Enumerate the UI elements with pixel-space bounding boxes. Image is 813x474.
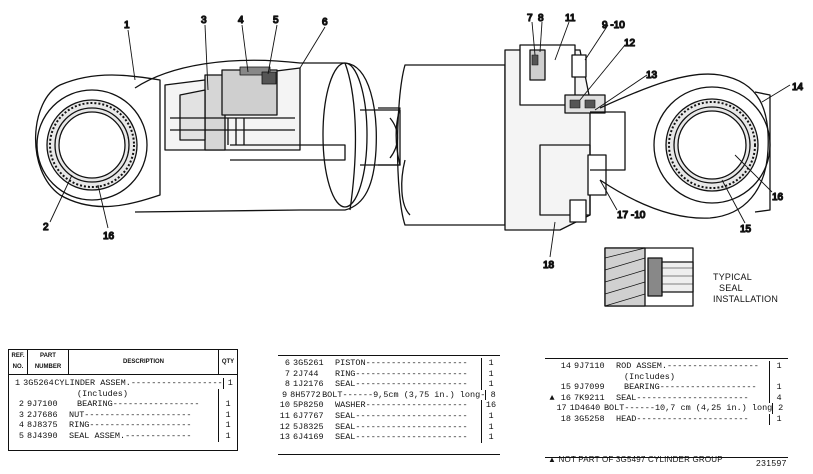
- typical-label-line-2: SEAL: [719, 283, 743, 293]
- callout-14: 14: [792, 82, 804, 93]
- cylinder-exploded-diagram: 1 2 16 3 4 5 6 7 8 11 9 -10 12 13 14 16 …: [34, 12, 804, 307]
- callout-12: 12: [624, 38, 636, 49]
- header-ref: REF. NO.: [9, 350, 28, 374]
- table-row: ▲ 16 7K9211 SEAL---------------------- 4: [545, 392, 788, 404]
- callout-4: 4: [238, 15, 244, 26]
- leader-lines: [49, 21, 791, 258]
- table-row: 14 9J7110 ROD ASSEM.------------------ 1: [545, 361, 788, 372]
- table-row: 2 9J7100 BEARING----------------- 1: [9, 399, 237, 410]
- right-rod-eye: [599, 73, 771, 219]
- drawing-number: 231597: [756, 458, 787, 468]
- table-row: 5 8J4390 SEAL ASSEM.------------- 1: [9, 430, 237, 442]
- footnote: ▲ NOT PART OF 3G5497 CYLINDER GROUP: [548, 455, 723, 464]
- table-row: 6 3G5261 PISTON-------------------- 1: [278, 358, 500, 369]
- table-row: (Includes): [9, 388, 237, 400]
- callout-16-left: 16: [103, 231, 115, 242]
- table-row: 7 2J744 RING---------------------- 1: [278, 368, 500, 380]
- callout-5: 5: [273, 15, 279, 26]
- cylinder-head-right: [396, 44, 626, 231]
- typical-label-line-1: TYPICAL: [713, 272, 752, 282]
- table-row: 9 8H5772 BOLT------9,5cm (3,75 in.) long…: [278, 389, 500, 401]
- table-row: 13 6J4169 SEAL---------------------- 1: [278, 432, 500, 443]
- header-desc: DESCRIPTION: [69, 350, 219, 374]
- callout-15: 15: [740, 224, 752, 235]
- header-qty: QTY: [221, 358, 235, 365]
- header-part: PART NUMBER: [28, 350, 69, 374]
- not-part-marker: ▲: [549, 392, 555, 403]
- table-row: 18 3G5258 HEAD---------------------- 1: [545, 413, 788, 425]
- parts-table-b: 6 3G5261 PISTON-------------------- 1 7 …: [278, 355, 500, 455]
- callout-3: 3: [201, 15, 207, 26]
- cylinder-barrel-left: [134, 59, 401, 213]
- callout-1: 1: [124, 20, 130, 31]
- parts-table-a: REF. NO. PART NUMBER DESCRIPTION QTY 1 3…: [8, 349, 238, 451]
- table-row: 10 5P8250 WASHER-------------------- 16: [278, 400, 500, 411]
- callout-13: 13: [646, 70, 658, 81]
- table-row: 17 1D4640 BOLT------10,7 cm (4,25 in.) l…: [545, 403, 788, 414]
- typical-label-line-3: INSTALLATION: [713, 294, 779, 304]
- callout-9-10: 9 -10: [602, 20, 625, 31]
- table-row: 11 6J7767 SEAL---------------------- 1: [278, 410, 500, 422]
- callout-17-10: 17 -10: [617, 210, 646, 221]
- parts-table-c: 14 9J7110 ROD ASSEM.------------------ 1…: [545, 358, 788, 458]
- table-row: 1 3G5264 CYLINDER ASSEM.----------------…: [9, 378, 237, 389]
- piston-rod: [378, 107, 411, 216]
- callout-7: 7: [527, 13, 533, 24]
- table-row: 8 1J2176 SEAL---------------------- 1: [278, 379, 500, 390]
- callout-11: 11: [565, 13, 576, 24]
- left-mounting-eye: [34, 74, 161, 208]
- table-row: (Includes): [545, 371, 788, 383]
- parts-table-header: REF. NO. PART NUMBER DESCRIPTION QTY: [9, 350, 237, 375]
- callout-18: 18: [543, 260, 555, 271]
- table-row: 4 8J8375 RING-------------------- 1: [9, 420, 237, 431]
- seal-installation-inset: [604, 247, 694, 307]
- callout-16-right: 16: [772, 192, 784, 203]
- callout-8: 8: [538, 13, 544, 24]
- table-row: 15 9J7099 BEARING------------------- 1: [545, 382, 788, 393]
- table-row: 12 5J8325 SEAL---------------------- 1: [278, 421, 500, 433]
- callout-6: 6: [322, 17, 328, 28]
- table-row: 3 2J7686 NUT--------------------- 1: [9, 409, 237, 421]
- callout-2: 2: [43, 222, 49, 233]
- typical-seal-label: TYPICAL SEAL INSTALLATION: [713, 272, 803, 305]
